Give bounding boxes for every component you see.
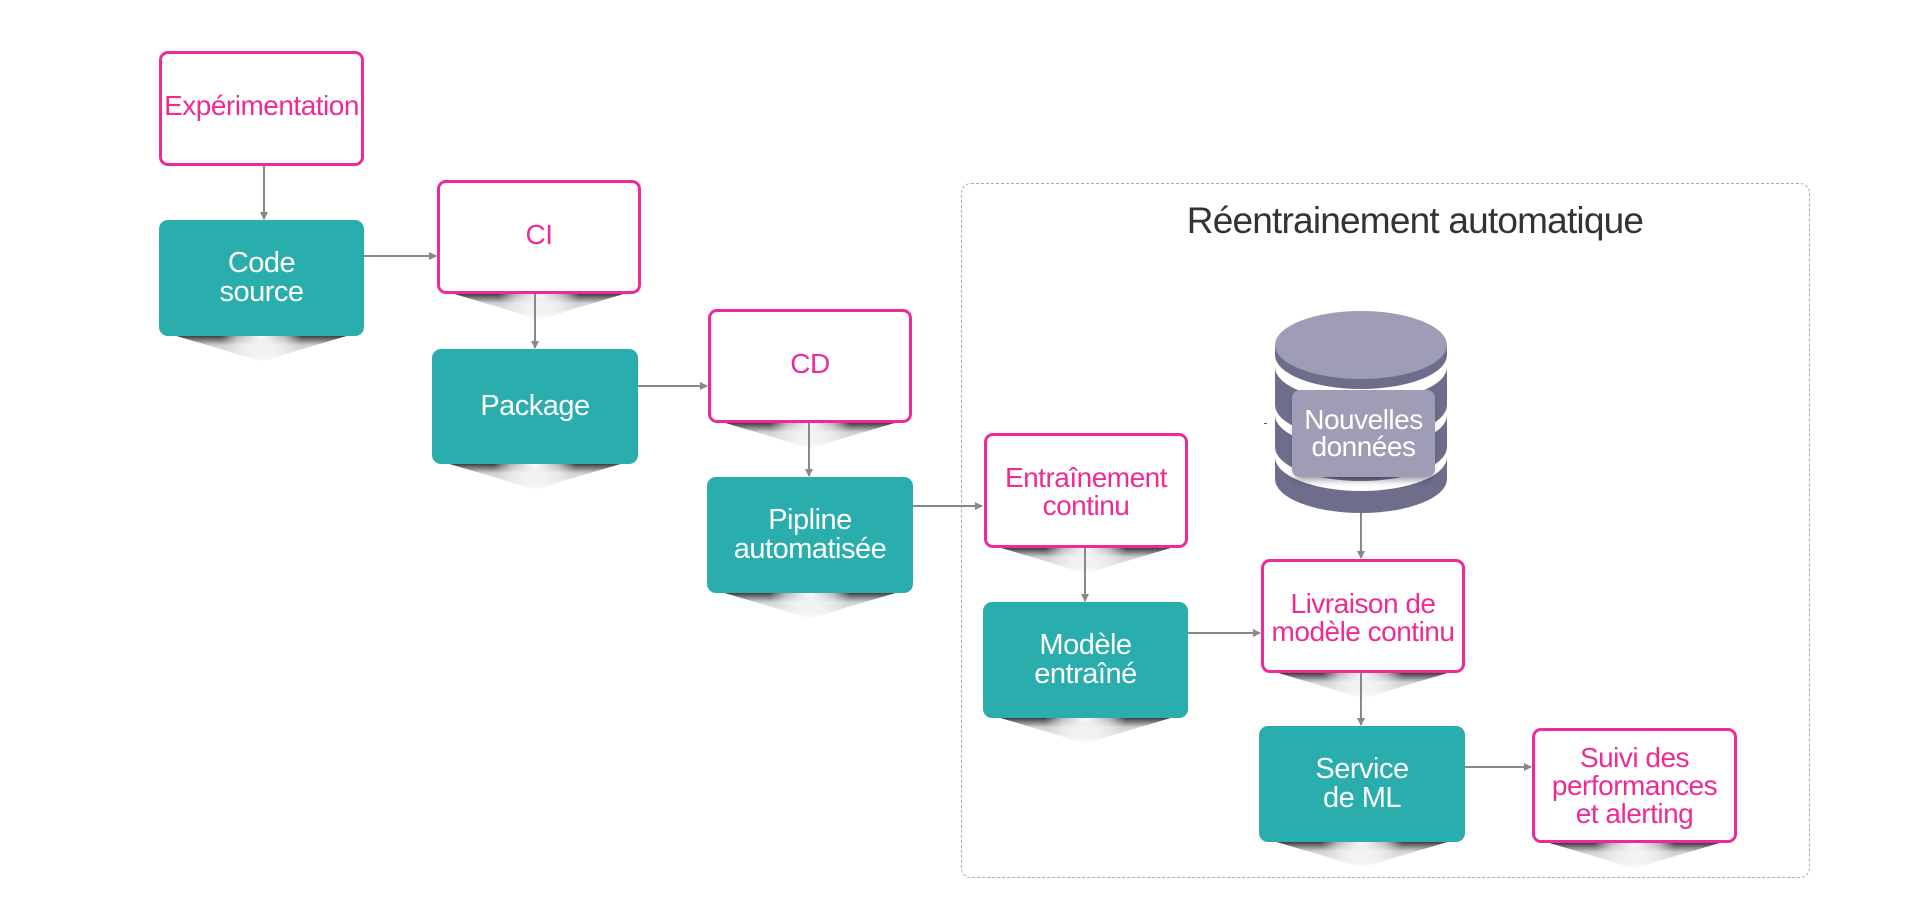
node-shadow [449, 464, 621, 490]
node-livraison-modele[interactable]: Livraison de modèle continu [1261, 559, 1465, 673]
retraining-group-container [961, 183, 1810, 878]
node-code-source[interactable]: Code source [159, 220, 364, 336]
retraining-group-title: Réentrainement automatique [1186, 200, 1644, 241]
database-top [1275, 311, 1447, 379]
node-entrainement-continu[interactable]: Entraînement continu [984, 433, 1188, 548]
database-band [1275, 447, 1447, 491]
node-experimentation[interactable]: Expérimentation [159, 51, 364, 166]
node-suivi-performances[interactable]: Suivi des performances et alerting [1532, 728, 1737, 843]
node-package[interactable]: Package [432, 349, 638, 464]
node-shadow [724, 593, 896, 619]
node-service-ml[interactable]: Service de ML [1259, 726, 1465, 842]
database-band [1275, 355, 1447, 401]
stray-mark [1264, 423, 1267, 424]
node-shadow [176, 336, 347, 362]
node-nouvelles-donnees[interactable]: Nouvelles données [1292, 390, 1435, 477]
node-ci[interactable]: CI [437, 180, 641, 294]
node-shadow [454, 294, 624, 320]
node-cd[interactable]: CD [708, 309, 912, 423]
node-modele-entraine[interactable]: Modèle entraîné [983, 602, 1188, 718]
node-pipeline[interactable]: Pipline automatisée [707, 477, 913, 593]
node-shadow [725, 423, 895, 449]
